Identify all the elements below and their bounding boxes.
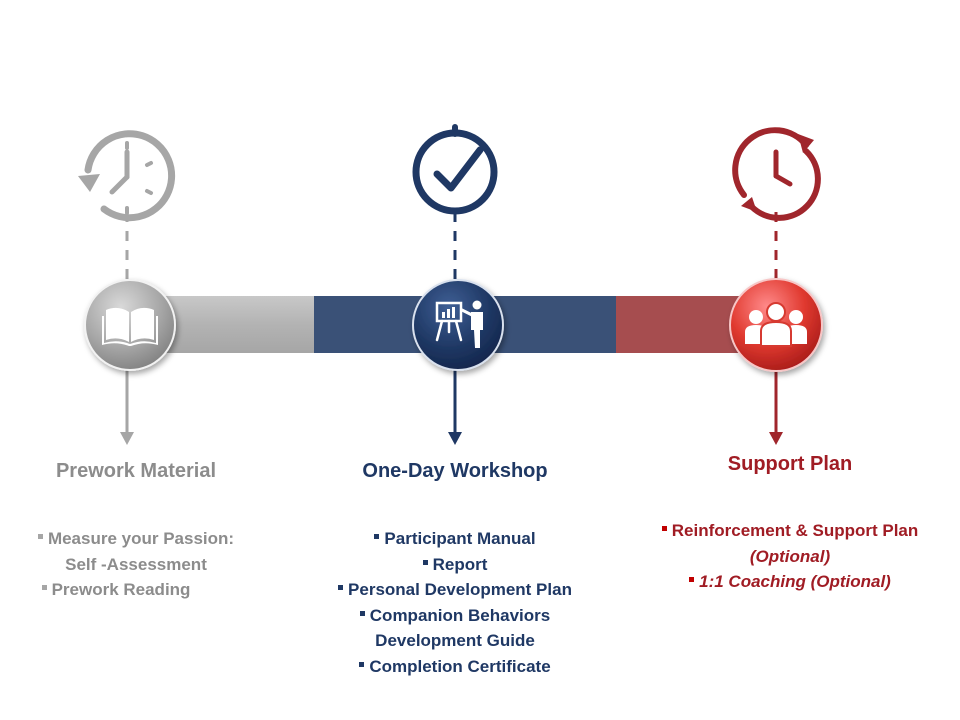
clock-rewind-icon xyxy=(78,130,176,222)
bullet-icon xyxy=(422,559,428,565)
presenter-icon xyxy=(435,300,483,348)
list-item: Self -Assessment xyxy=(65,554,207,574)
bullet-icon xyxy=(359,661,365,667)
list-item: Reinforcement & Support Plan xyxy=(640,518,940,544)
stage-items: Reinforcement & Support Plan (Optional) … xyxy=(640,518,940,595)
list-item: Participant Manual xyxy=(310,526,600,552)
list-item: Personal Development Plan xyxy=(310,577,600,603)
stage-title: One-Day Workshop xyxy=(362,460,548,482)
clock-refresh-icon xyxy=(732,127,821,221)
bullet-icon xyxy=(374,534,380,540)
list-item: Completion Certificate xyxy=(310,654,600,680)
list-item: 1:1 Coaching (Optional) xyxy=(640,569,940,595)
stage-title: Prework Material xyxy=(55,460,217,482)
stage-items: Measure your Passion: Self -Assessment P… xyxy=(20,526,252,603)
node-prework xyxy=(84,279,176,371)
bullet-icon xyxy=(689,577,695,583)
stage-items: Participant Manual Report Personal Devel… xyxy=(310,526,600,679)
group-icon xyxy=(745,302,807,347)
clock-check-icon xyxy=(412,124,498,215)
list-item: Measure your Passion: xyxy=(20,526,252,552)
open-book-icon xyxy=(102,307,158,346)
stage-prework: Prework Material Measure your Passion: S… xyxy=(20,460,252,603)
stage-support: Support Plan Reinforcement & Support Pla… xyxy=(640,453,940,595)
list-item: Prework Reading xyxy=(0,577,252,603)
arrow-down-2 xyxy=(448,366,462,445)
bullet-icon xyxy=(359,610,365,616)
bullet-icon xyxy=(338,585,344,591)
list-item: Development Guide xyxy=(375,631,535,650)
bullet-icon xyxy=(41,585,47,591)
bullet-icon xyxy=(37,534,43,540)
list-item: Report xyxy=(310,552,600,578)
arrow-down-1 xyxy=(120,366,134,445)
stage-workshop: One-Day Workshop Participant Manual Repo… xyxy=(310,460,600,679)
bullet-icon xyxy=(661,526,667,532)
list-item: Companion Behaviors xyxy=(310,603,600,629)
arrow-down-3 xyxy=(769,366,783,445)
list-item: (Optional) xyxy=(749,546,831,566)
stage-title: Support Plan xyxy=(727,453,853,475)
